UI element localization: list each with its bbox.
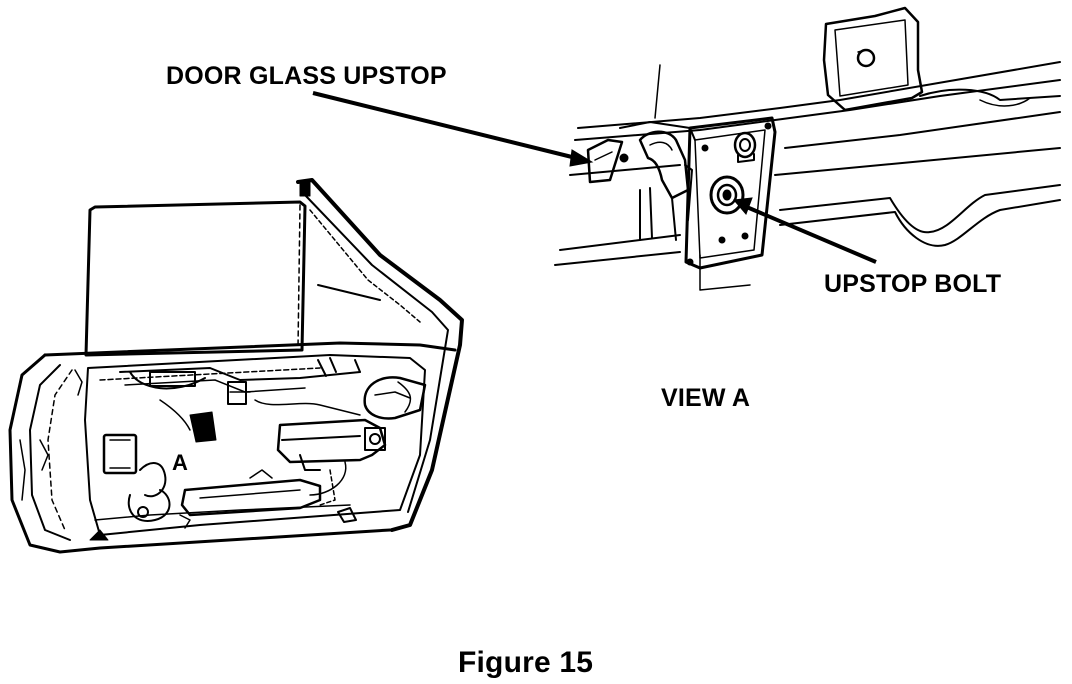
leader-door-glass-upstop <box>312 91 577 160</box>
leader-lines <box>312 91 877 264</box>
latch-mechanism <box>276 418 387 464</box>
arrow-upstop-bolt <box>733 197 753 215</box>
view-a-label: VIEW A <box>661 384 751 412</box>
hook-bracket <box>638 130 690 200</box>
channel-rail-top <box>577 61 1061 129</box>
callout-door-glass-upstop: DOOR GLASS UPSTOP <box>166 62 447 90</box>
panel-bracket <box>189 411 217 443</box>
door-handle-pocket <box>102 433 138 475</box>
callout-upstop-bolt: UPSTOP BOLT <box>824 270 1002 298</box>
view-a-detail <box>554 6 1061 291</box>
arrow-door-glass-upstop <box>569 149 594 167</box>
detail-marker-a: A <box>172 450 188 475</box>
top-bracket <box>822 6 924 112</box>
door-glass-upstop <box>586 138 624 184</box>
door-assembly <box>8 178 464 554</box>
door-window-glass <box>84 200 307 357</box>
upstop-bolt <box>709 175 745 215</box>
figure-caption: Figure 15 <box>458 646 594 679</box>
lower-access-opening <box>180 478 322 517</box>
regulator-motor <box>363 376 427 420</box>
door-inner-panel <box>84 354 426 536</box>
upstop-mounting-plate <box>684 116 777 270</box>
door-frame-pillar <box>296 178 464 532</box>
upper-stud <box>733 131 757 163</box>
leader-upstop-bolt <box>741 203 877 264</box>
door-outer-panel <box>43 341 457 357</box>
